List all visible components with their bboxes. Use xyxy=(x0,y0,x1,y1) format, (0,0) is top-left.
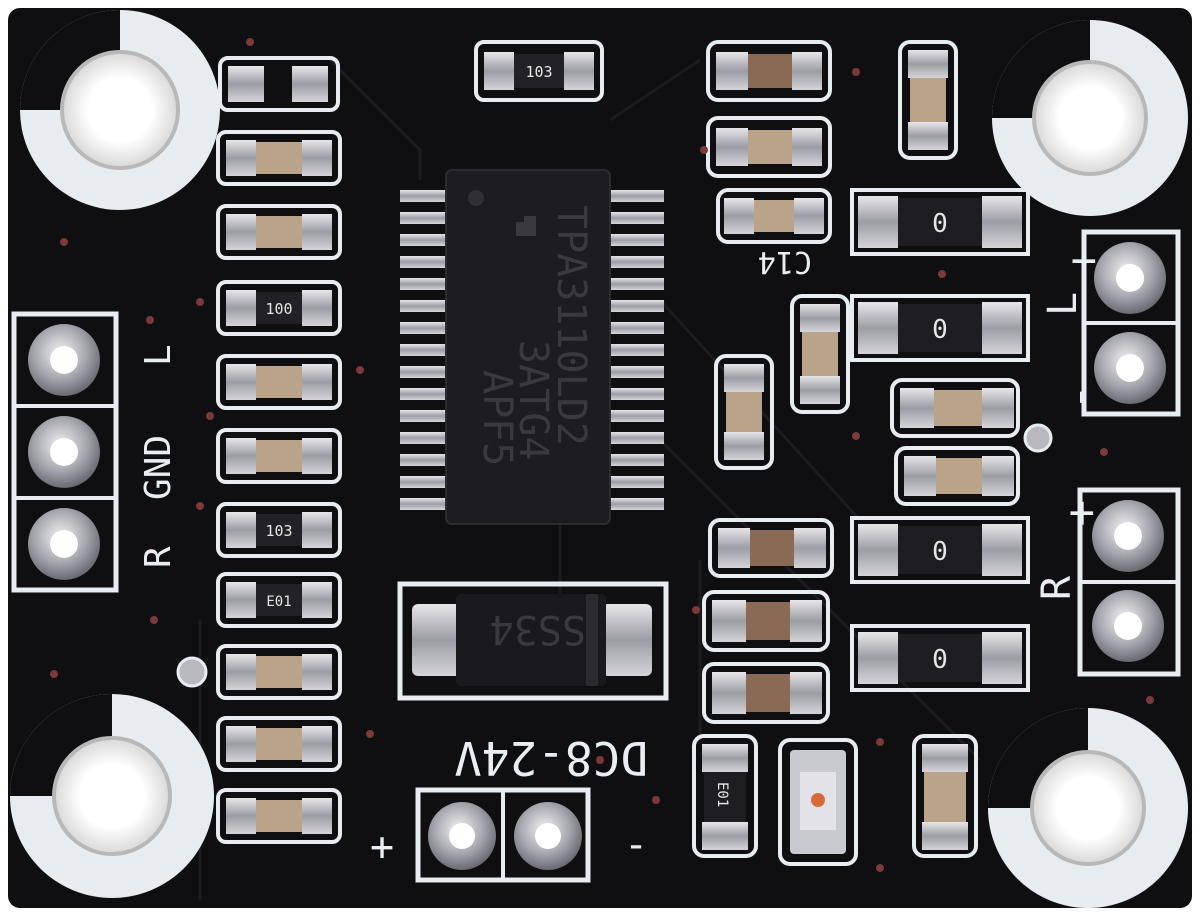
power-header xyxy=(415,787,591,883)
input-label-gnd: GND xyxy=(138,435,179,500)
right-caps-top xyxy=(706,40,832,244)
mounting-hole-top-right xyxy=(992,20,1188,216)
output-plus-right: + xyxy=(1057,500,1108,527)
bottom-small-parts xyxy=(692,734,978,866)
power-voltage-label: DC8-24V xyxy=(454,731,648,785)
resistor-zero-4: 0 xyxy=(932,645,948,675)
lower-caps xyxy=(702,518,834,724)
output-minus-right: - xyxy=(1057,640,1108,667)
mounting-hole-bottom-left xyxy=(10,694,214,898)
cap-label-c14: C14 xyxy=(758,244,812,279)
resistor-marking-103-top: 103 xyxy=(525,63,552,81)
resistor-zero-1: 0 xyxy=(932,209,948,239)
input-header xyxy=(11,311,119,593)
zero-ohm-resistors xyxy=(850,188,1030,692)
resistor-marking-103: 103 xyxy=(265,522,292,540)
amplifier-ic xyxy=(400,169,664,525)
chip-label-line1: TPA3110LD2 xyxy=(548,205,594,446)
fiducials xyxy=(176,423,1053,688)
output-plus-left: + xyxy=(1059,248,1110,275)
schottky-diode xyxy=(397,581,669,701)
resistor-marking-e01-bottom: E01 xyxy=(714,782,730,807)
chip-label-line2: 3ATG4 xyxy=(510,340,556,460)
mounting-hole-top-left xyxy=(20,10,220,210)
chip-label-line3: APF5 xyxy=(474,370,520,466)
resistor-marking-100: 100 xyxy=(265,300,292,318)
mounting-hole-bottom-right xyxy=(988,708,1188,908)
resistor-zero-3: 0 xyxy=(932,537,948,567)
output-header-left xyxy=(1081,229,1181,417)
diode-label: SS34 xyxy=(490,606,586,652)
resistor-zero-2: 0 xyxy=(932,315,948,345)
left-smd-column xyxy=(216,56,342,844)
input-label-l: L xyxy=(138,344,179,366)
output-label-right: R xyxy=(1034,575,1080,600)
power-minus-label: - xyxy=(624,822,648,868)
output-header-right xyxy=(1077,487,1181,677)
vias xyxy=(50,38,1154,872)
top-resistor xyxy=(474,40,604,102)
power-plus-label: + xyxy=(370,824,394,870)
mid-right-caps xyxy=(890,378,1020,506)
resistor-marking-e01-left: E01 xyxy=(266,594,291,610)
input-label-r: R xyxy=(138,546,179,568)
vertical-caps xyxy=(714,40,958,470)
output-label-left: L xyxy=(1040,292,1086,316)
output-minus-left: - xyxy=(1059,384,1110,411)
